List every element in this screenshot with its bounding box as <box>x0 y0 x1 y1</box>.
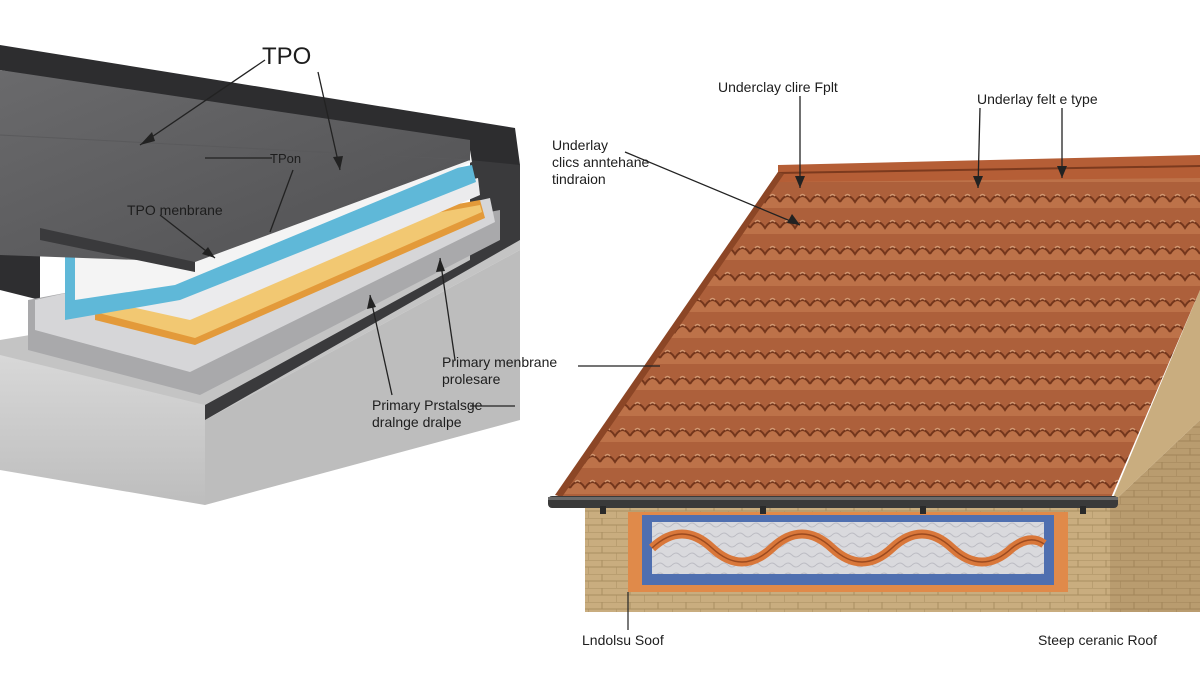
tpo-membrane-surface <box>0 70 470 262</box>
corrugated-board-edge <box>651 533 1045 563</box>
flat-roof-arrowheads <box>140 132 445 309</box>
underlay-membrane-label-line1: Underlay <box>552 137 608 153</box>
flat-roof-caption: Lndolsu Soof <box>582 632 664 648</box>
primary-membrane-label-line2: prolesare <box>442 371 501 387</box>
brick-wall-side <box>1110 420 1200 612</box>
membrane-seam <box>0 134 471 161</box>
pitched-roof-leaders <box>578 96 1063 367</box>
pitched-roof-arrowheads <box>787 166 1067 225</box>
primary-membrane-label-line1: Primary menbrane <box>442 354 557 370</box>
tpo-membrane-lip <box>40 228 195 272</box>
underlay-membrane-label-line2: clics anntehane <box>552 154 650 170</box>
gutter-highlight <box>548 497 1118 500</box>
flat-roof-leaders <box>139 59 515 407</box>
underlay-membrane-label-line3: tindraion <box>552 171 606 187</box>
drainage-label-line1: Primary Prstalsge <box>372 397 483 413</box>
brick-wall-side-shade <box>1110 420 1200 612</box>
verge-edge <box>555 172 784 497</box>
pitched-roof-section: Underclay clire Fplt Underlay felt e typ… <box>548 79 1200 630</box>
gable-end <box>1110 290 1200 505</box>
roof-tiles <box>555 165 1200 500</box>
tpo-label: TPon <box>270 151 301 166</box>
underlay-top-label: Underclay clire Fplt <box>718 79 838 95</box>
flat-roof-section: TPO TPon TPO menbrane Primary menbrane p… <box>0 43 557 505</box>
roof-tiles-shade <box>555 165 1200 500</box>
gutter-brackets <box>600 506 1086 514</box>
concrete-slab-front <box>205 250 520 505</box>
drainage-label-line2: dralnge dralpe <box>372 414 462 430</box>
ridge-line <box>777 165 1200 174</box>
parapet-front <box>205 160 520 420</box>
concrete-slab-face <box>0 355 205 505</box>
pitched-roof-caption: Steep ceranic Roof <box>1038 632 1157 648</box>
underlay-felt-label: Underlay felt e type <box>977 91 1098 107</box>
tpo-membrane-label: TPO menbrane <box>127 202 223 218</box>
tpo-title: TPO <box>262 43 311 70</box>
